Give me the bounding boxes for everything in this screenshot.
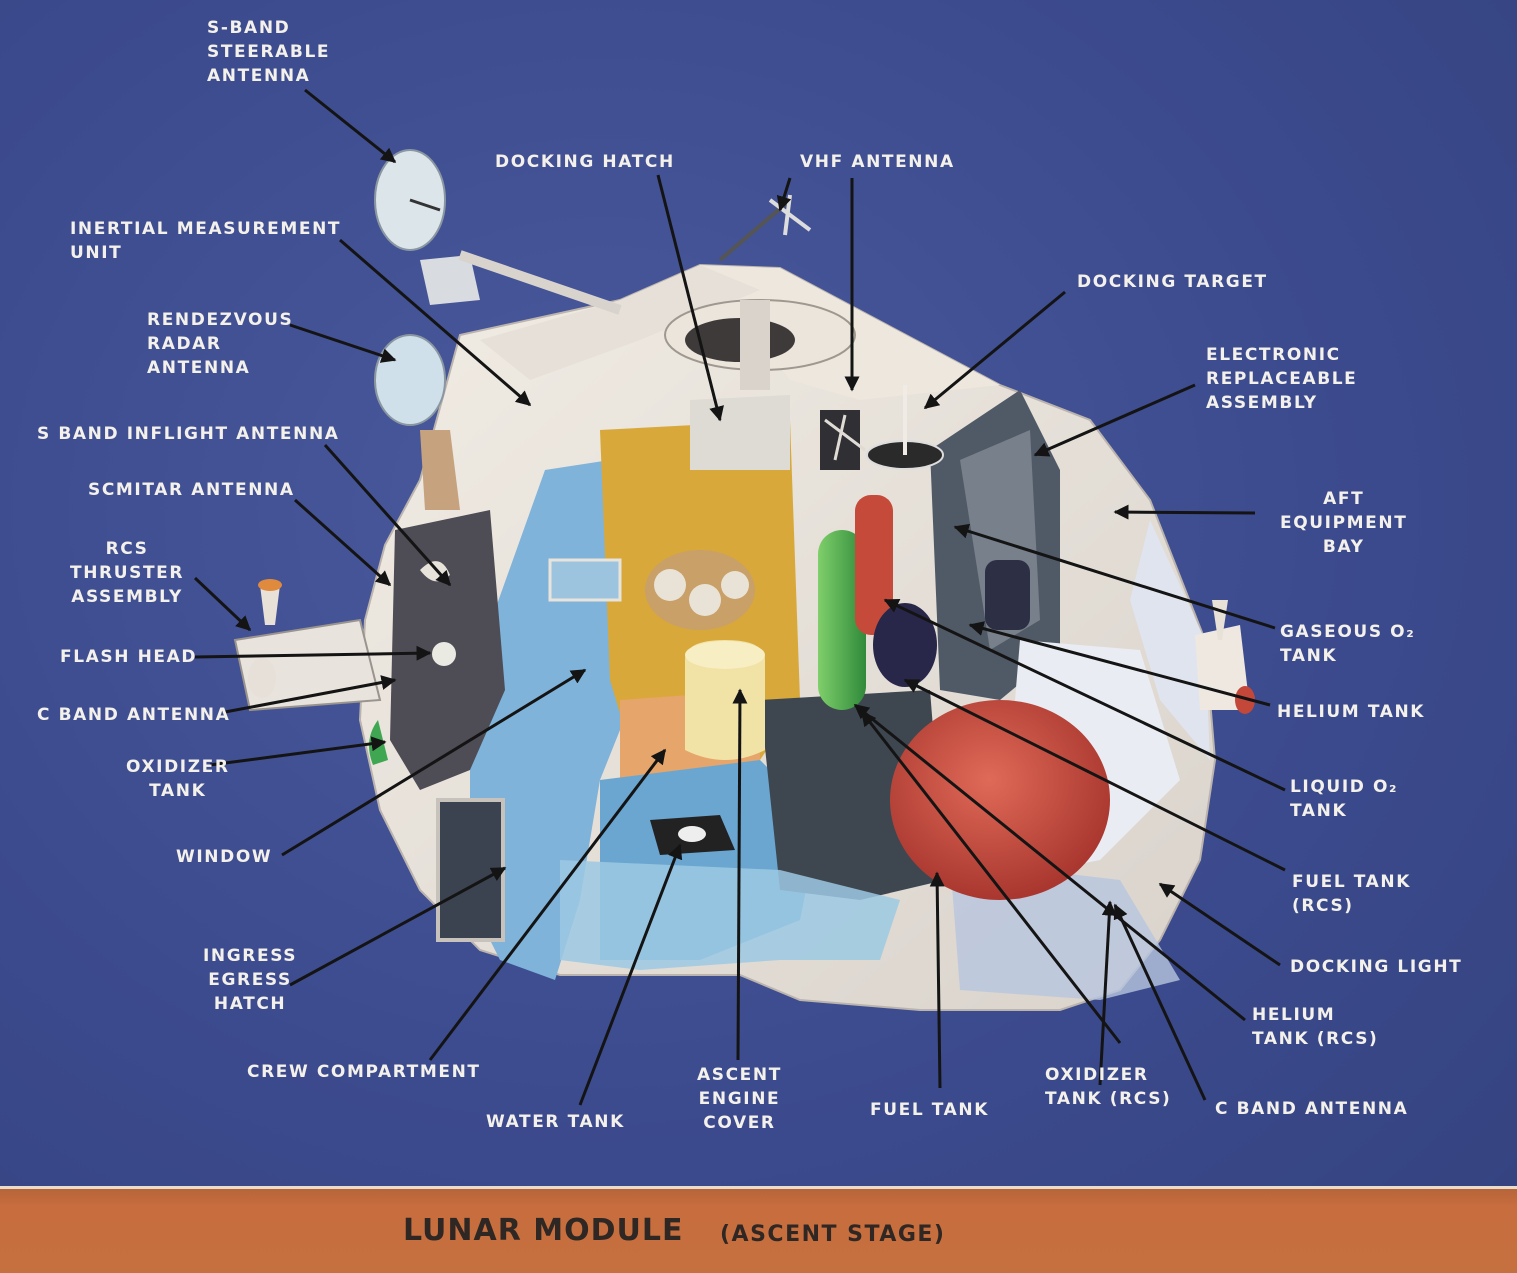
fuel-tank-shape: [890, 700, 1110, 900]
label-inertial-measurement-unit: INERTIAL MEASUREMENT UNIT: [70, 219, 342, 263]
lunar-module-illustration: [193, 88, 1286, 1106]
label-c-band-antenna-left: C BAND ANTENNA: [37, 705, 231, 725]
label-scmitar-antenna: SCMITAR ANTENNA: [88, 480, 295, 500]
label-window: WINDOW: [176, 847, 273, 867]
label-ingress-egress-hatch: INGRESS EGRESS HATCH: [203, 946, 298, 1014]
label-rendezvous-radar-antenna: RENDEZVOUS RADAR ANTENNA: [147, 310, 294, 378]
label-fuel-tank: FUEL TANK: [870, 1100, 990, 1120]
oxidizer-tank-rcs-shape: [818, 530, 866, 710]
label-s-band-steerable-antenna: S-BAND STEERABLE ANTENNA: [207, 18, 331, 86]
rcs-thrusters: [233, 579, 1255, 714]
label-crew-compartment: CREW COMPARTMENT: [247, 1062, 481, 1082]
label-gaseous-o2-tank: GASEOUS O₂ TANK: [1280, 622, 1416, 666]
label-helium-tank: HELIUM TANK: [1277, 702, 1426, 722]
label-rcs-thruster-assembly: RCS THRUSTER ASSEMBLY: [70, 539, 185, 607]
label-oxidizer-tank-rcs: OXIDIZER TANK (RCS): [1045, 1065, 1172, 1109]
label-liquid-o2-tank: LIQUID O₂ TANK: [1290, 777, 1399, 821]
rendezvous-radar-dish: [374, 334, 446, 426]
footer-banner: [0, 1186, 1517, 1273]
label-docking-target: DOCKING TARGET: [1077, 272, 1268, 292]
label-water-tank: WATER TANK: [486, 1112, 625, 1132]
label-docking-light: DOCKING LIGHT: [1290, 957, 1463, 977]
footer-subtitle: (ASCENT STAGE): [720, 1222, 946, 1247]
callout-arrows: [193, 88, 1286, 1106]
label-vhf-antenna: VHF ANTENNA: [800, 152, 955, 172]
label-s-band-inflight-antenna: S BAND INFLIGHT ANTENNA: [37, 424, 340, 444]
helium-tank-shape: [873, 603, 937, 687]
liquid-o2-tank-shape: [985, 560, 1030, 630]
tanks: [818, 495, 1110, 900]
crew-compartment-details: [548, 550, 765, 855]
label-aft-equipment-bay: AFT EQUIPMENT BAY: [1280, 489, 1408, 557]
label-flash-head: FLASH HEAD: [60, 647, 198, 667]
label-c-band-antenna-right: C BAND ANTENNA: [1215, 1099, 1409, 1119]
footer-title: LUNAR MODULE: [403, 1213, 684, 1248]
fuel-tank-rcs-shape: [855, 495, 893, 635]
label-oxidizer-tank: OXIDIZER TANK: [126, 757, 230, 801]
label-docking-hatch: DOCKING HATCH: [495, 152, 675, 172]
docking-tunnel: [664, 299, 944, 470]
label-electronic-replaceable-assembly: ELECTRONIC REPLACEABLE ASSEMBLY: [1206, 345, 1358, 413]
label-helium-tank-rcs: HELIUM TANK (RCS): [1252, 1005, 1379, 1049]
label-ascent-engine-cover: ASCENT ENGINE COVER: [697, 1065, 782, 1133]
label-fuel-tank-rcs: FUEL TANK (RCS): [1292, 872, 1412, 916]
